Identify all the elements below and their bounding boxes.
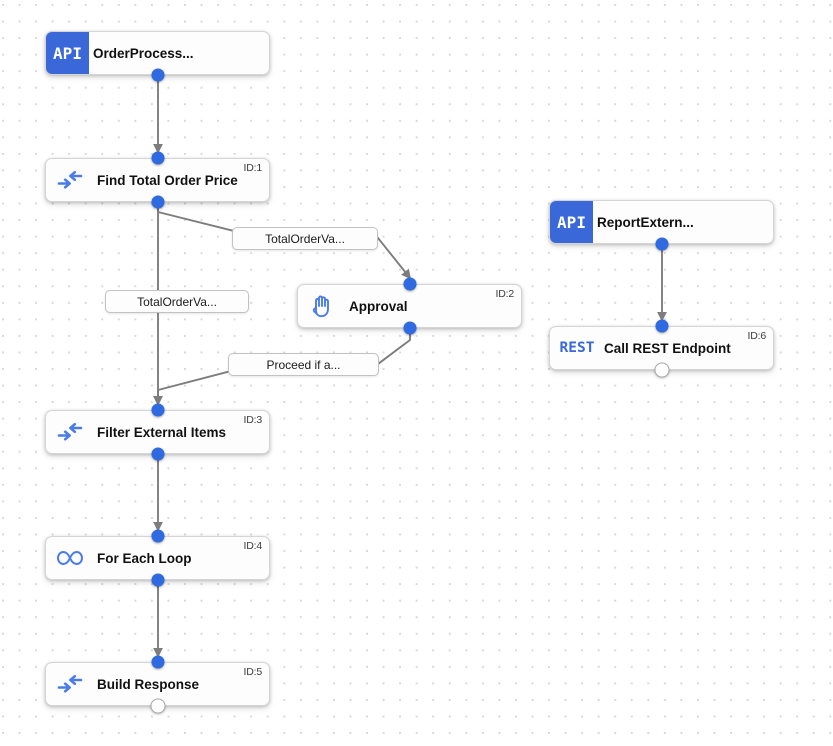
port-call-rest-out[interactable] xyxy=(654,362,670,378)
rest-badge-icon: REST xyxy=(559,340,595,356)
port-approval-in[interactable] xyxy=(403,277,417,291)
port-approval-out[interactable] xyxy=(403,321,417,335)
node-label: Build Response xyxy=(97,676,200,692)
transform-arrows-icon xyxy=(46,663,93,705)
node-id-label: ID:4 xyxy=(243,540,263,552)
node-body: Build Response xyxy=(46,663,269,705)
node-label: Find Total Order Price xyxy=(97,172,238,188)
edge-label-label-proceed-if[interactable]: Proceed if a... xyxy=(228,353,379,376)
transform-arrows-icon xyxy=(46,411,93,453)
api-badge-icon: API xyxy=(550,201,593,243)
node-body: REST Call REST Endpoint xyxy=(550,327,773,369)
port-filter-out[interactable] xyxy=(151,447,165,461)
port-order-process-out[interactable] xyxy=(151,68,165,82)
node-for-each-loop[interactable]: For Each Loop ID:4 xyxy=(45,536,270,580)
port-build-response-out[interactable] xyxy=(150,698,166,714)
node-body: For Each Loop xyxy=(46,537,269,579)
node-call-rest-endpoint[interactable]: REST Call REST Endpoint ID:6 xyxy=(549,326,774,370)
hand-icon xyxy=(298,285,345,327)
node-id-label: ID:5 xyxy=(243,666,263,678)
node-label: Approval xyxy=(349,298,408,314)
edge-label-label-total-order-value-1[interactable]: TotalOrderVa... xyxy=(232,227,378,250)
node-filter-external-items[interactable]: Filter External Items ID:3 xyxy=(45,410,270,454)
port-call-rest-in[interactable] xyxy=(655,319,669,333)
port-foreach-out[interactable] xyxy=(151,573,165,587)
transform-arrows-icon xyxy=(46,159,93,201)
infinity-icon xyxy=(46,537,93,579)
node-body: Approval xyxy=(298,285,521,327)
node-label: For Each Loop xyxy=(97,550,192,566)
port-build-response-in[interactable] xyxy=(151,655,165,669)
port-find-total-out[interactable] xyxy=(151,195,165,209)
node-approval[interactable]: Approval ID:2 xyxy=(297,284,522,328)
node-label: OrderProcess... xyxy=(93,45,194,61)
node-id-label: ID:1 xyxy=(243,162,263,174)
api-badge-icon: API xyxy=(46,32,89,74)
node-label: Call REST Endpoint xyxy=(604,340,731,356)
port-report-external-out[interactable] xyxy=(655,237,669,251)
node-body: Filter External Items xyxy=(46,411,269,453)
port-filter-in[interactable] xyxy=(151,403,165,417)
node-id-label: ID:6 xyxy=(747,330,767,342)
port-foreach-in[interactable] xyxy=(151,529,165,543)
port-find-total-in[interactable] xyxy=(151,151,165,165)
edge-label-label-total-order-value-2[interactable]: TotalOrderVa... xyxy=(105,290,249,313)
node-id-label: ID:3 xyxy=(243,414,263,426)
node-body: Find Total Order Price xyxy=(46,159,269,201)
node-id-label: ID:2 xyxy=(495,288,515,300)
node-label: Filter External Items xyxy=(97,424,227,440)
node-label: ReportExtern... xyxy=(597,214,694,230)
